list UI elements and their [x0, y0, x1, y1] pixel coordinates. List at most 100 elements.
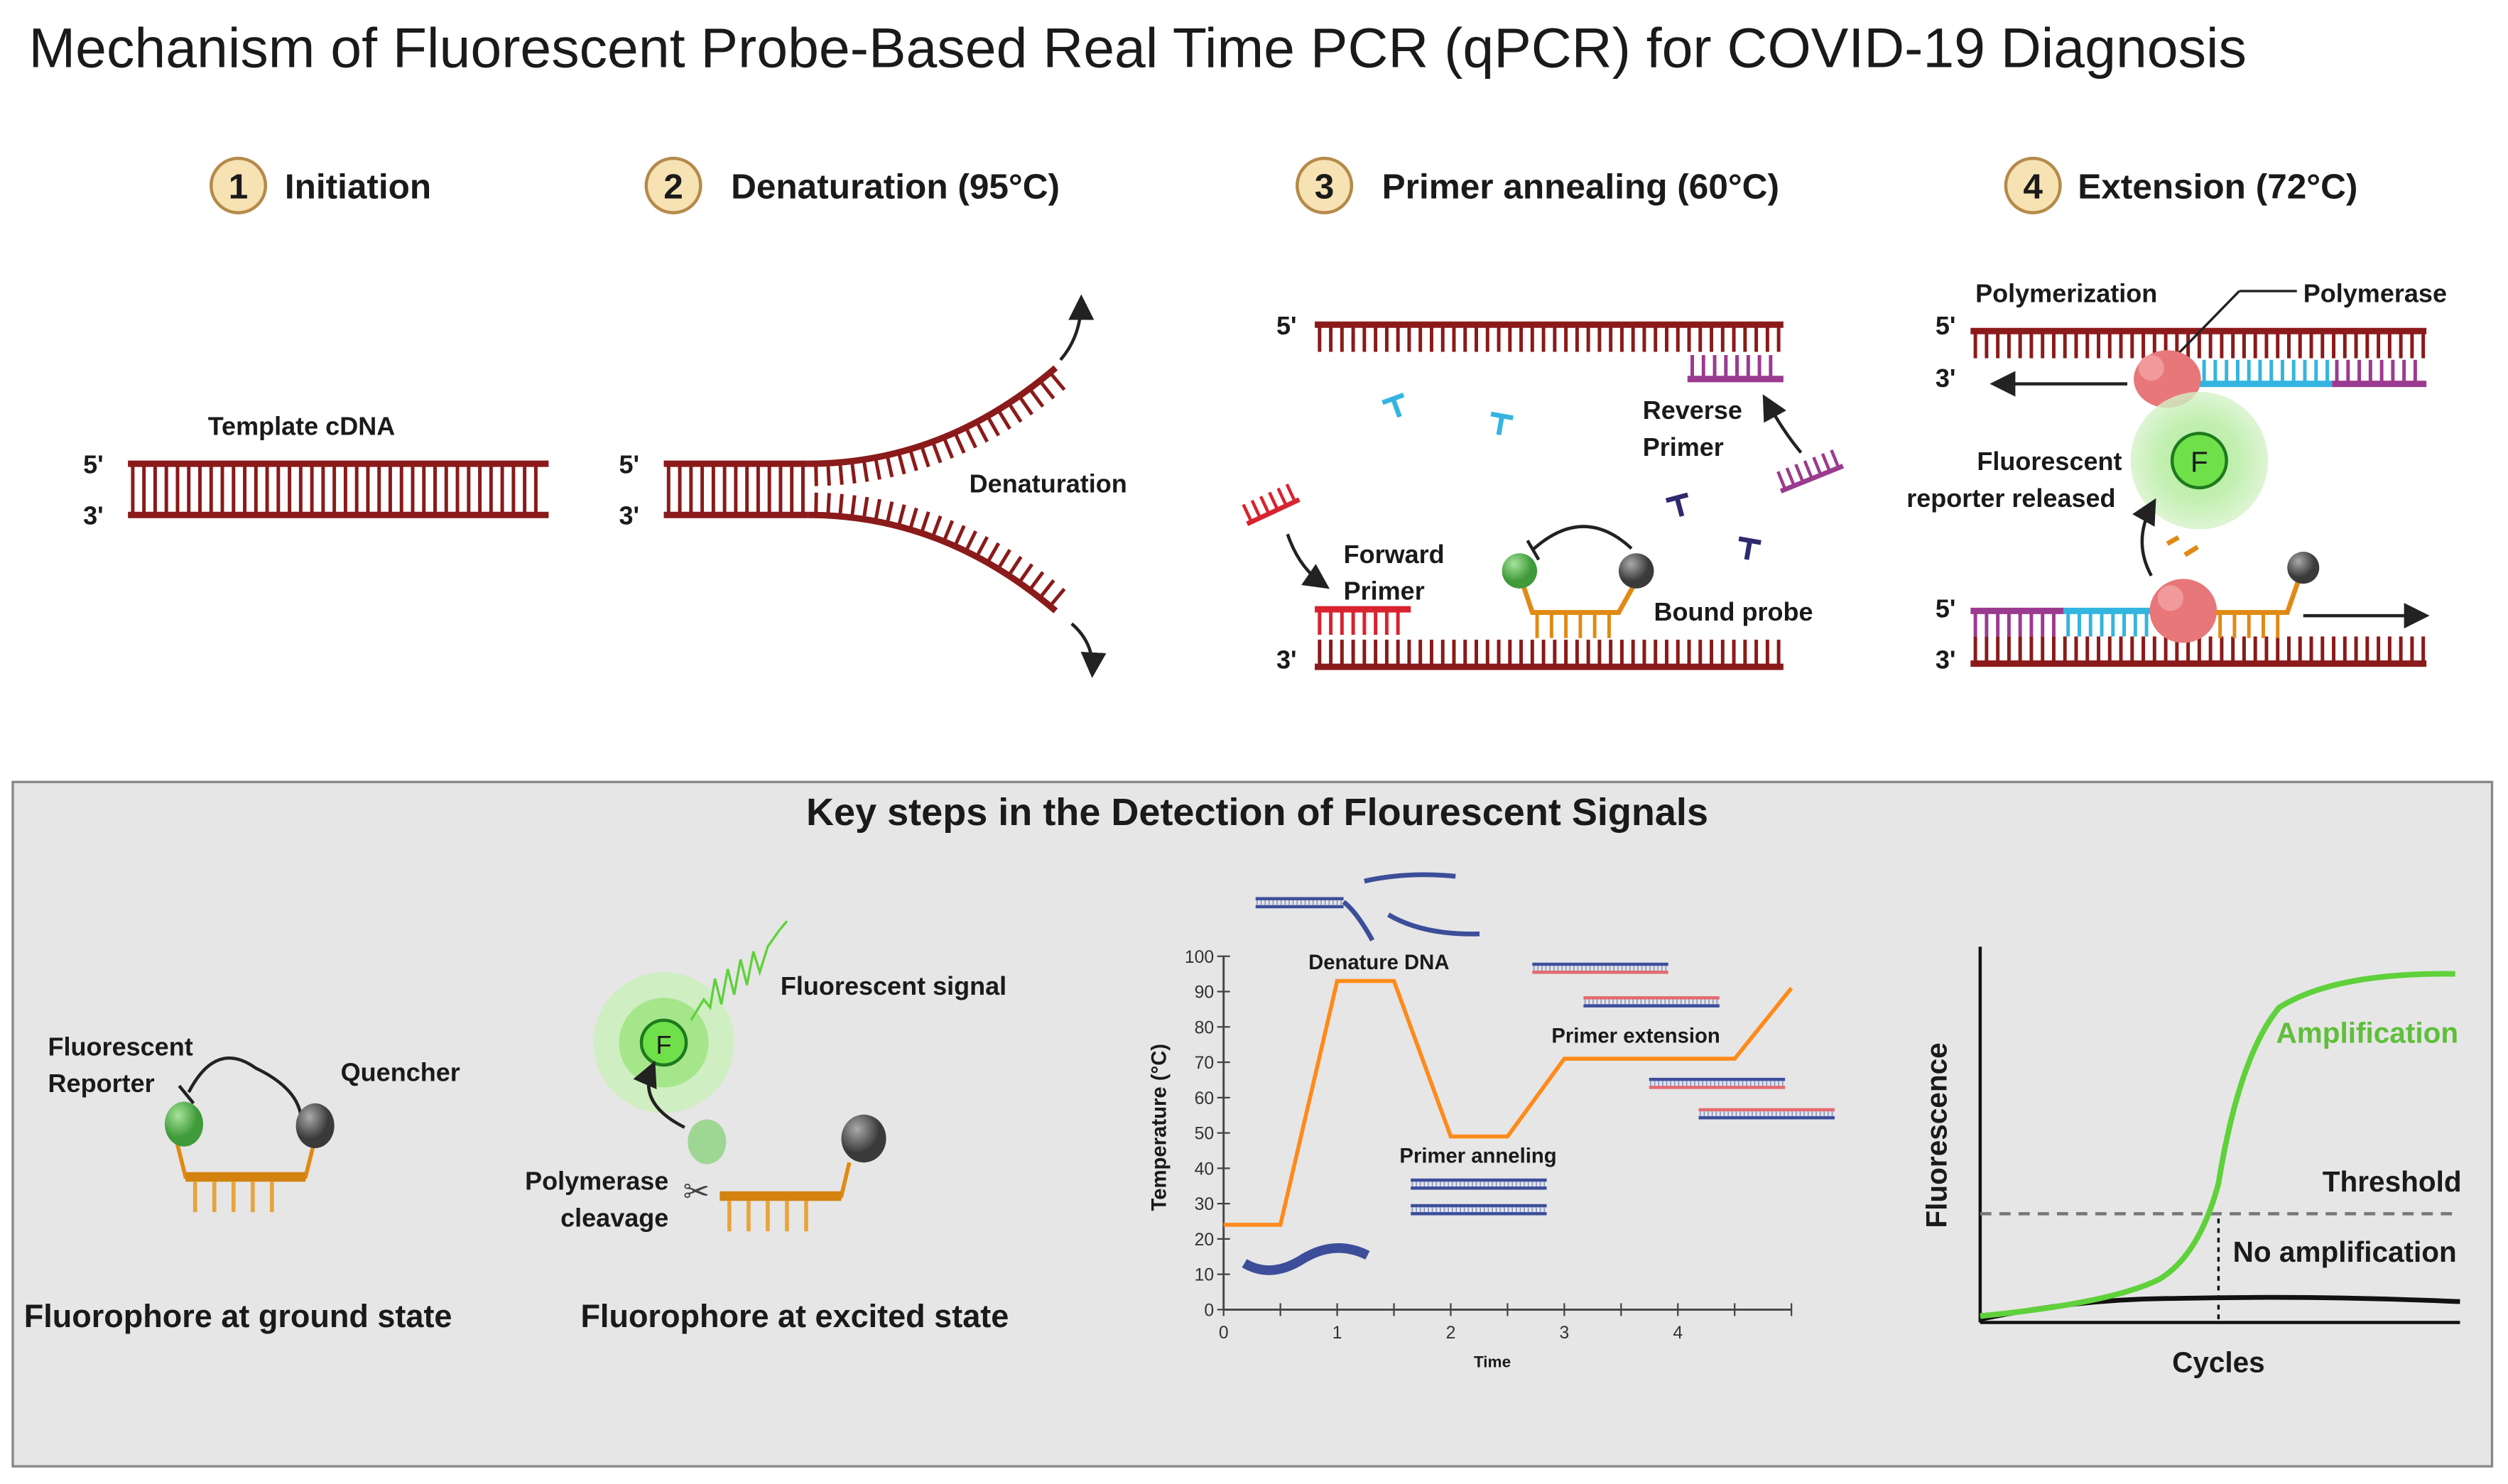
dna-strands — [128, 321, 2427, 670]
polymerase-cleavage-label: Polymerase — [525, 1167, 668, 1196]
three-prime-label: 3' — [619, 501, 639, 530]
base-tooth — [986, 415, 1001, 437]
strand — [1411, 1212, 1547, 1216]
x-tick-label: 2 — [1446, 1324, 1456, 1343]
template-top — [1970, 327, 2427, 359]
base-tooth — [1038, 379, 1055, 400]
quencher-ball — [295, 1103, 335, 1148]
base-tooth — [1242, 503, 1253, 523]
base-tooth — [1017, 395, 1034, 416]
forward-primer-label: Forward — [1344, 540, 1445, 569]
step-label: Extension (72°C) — [2078, 167, 2357, 206]
step-number: 2 — [663, 167, 683, 206]
polymerase-label: Polymerase — [2303, 279, 2447, 308]
probe-fragments — [2166, 535, 2199, 557]
free-primer-icon — [1490, 411, 1514, 436]
strand — [1532, 971, 1668, 974]
base-tooth — [942, 436, 955, 459]
new-strand-blue — [2063, 607, 2151, 637]
y-tick-label: 0 — [1204, 1301, 1214, 1320]
arrow-icon — [1286, 533, 1330, 589]
temperature-profile-line — [1223, 978, 1793, 1227]
base-tooth — [1496, 415, 1504, 436]
new-strand-blue — [2199, 359, 2333, 388]
polymerase-icon — [2134, 350, 2217, 643]
base-tooth — [953, 432, 966, 454]
reverse-primer — [2332, 359, 2427, 388]
y-tick-label: 30 — [1195, 1195, 1215, 1214]
panel-title: Key steps in the Detection of Flourescen… — [806, 791, 1708, 834]
base-tooth — [997, 549, 1011, 570]
extension-dna — [1532, 962, 1668, 974]
free-primer-icon — [1738, 536, 1761, 560]
denatured-dna — [1255, 897, 1344, 909]
strand — [1698, 1115, 1835, 1120]
base-tooth — [1803, 460, 1814, 479]
annealing-dna — [1411, 1178, 1547, 1190]
probe-bases — [1532, 610, 1619, 638]
base-tooth — [896, 452, 906, 475]
base-tooth — [1028, 387, 1045, 408]
separating-strand-top — [808, 365, 1066, 486]
base-tooth — [874, 498, 881, 522]
base-tooth — [1048, 587, 1066, 608]
fluorophore-f: F — [2191, 445, 2208, 478]
base-tooth — [874, 457, 881, 480]
signal-wave-icon — [690, 920, 788, 1021]
base-tooth — [920, 511, 930, 534]
strand — [1411, 1186, 1547, 1190]
y-tick-label: 20 — [1195, 1231, 1215, 1250]
scissors-icon: ✂ — [683, 1174, 710, 1210]
probe-bases — [2215, 610, 2288, 638]
template-cdna-label: Template cDNA — [208, 412, 396, 441]
separating-strand-bottom — [808, 492, 1066, 613]
base-tooth — [1250, 499, 1262, 519]
three-prime-label: 3' — [1936, 364, 1956, 393]
five-prime-label: 5' — [619, 450, 639, 479]
strand — [1649, 1077, 1786, 1081]
base-tooth — [930, 441, 943, 464]
step-header-4: 4 Extension (72°C) — [2004, 156, 2357, 214]
base-tooth — [850, 461, 857, 484]
forward-primer-label: Primer — [1344, 577, 1425, 606]
reporter-released-label: Fluorescent — [1977, 447, 2122, 476]
base-tooth — [885, 454, 894, 478]
base-tooth — [838, 462, 844, 485]
arrow-icon — [2132, 498, 2156, 577]
strand — [1649, 1086, 1786, 1089]
y-axis-label: Temperature (°C) — [1149, 1044, 1171, 1211]
strand — [1532, 962, 1668, 966]
denaturation-label: Denaturation — [970, 469, 1127, 498]
quencher-label: Quencher — [341, 1057, 460, 1086]
base-tooth — [930, 515, 943, 538]
reporter-ball — [164, 1101, 203, 1147]
strand — [1411, 1204, 1547, 1208]
base-tooth — [942, 520, 955, 542]
base-tooth — [1007, 402, 1023, 423]
x-tick-label: 0 — [1219, 1324, 1229, 1343]
reverse-primer-label: Primer — [1643, 432, 1724, 462]
bound-probe-label: Bound probe — [1654, 597, 1813, 626]
base-tooth — [964, 426, 977, 449]
bound-probe — [1502, 553, 1654, 615]
base-tooth — [1674, 497, 1685, 517]
base-tooth — [1007, 555, 1023, 577]
excited-state-probe: F Fluorescent signal ✂ Polymerase cleava… — [525, 920, 1009, 1334]
strand — [1411, 1178, 1547, 1182]
reverse-primer-bound — [1687, 355, 1784, 383]
three-prime-label: 3' — [83, 501, 104, 530]
denatured-strand — [1342, 900, 1375, 942]
base-tooth — [850, 495, 857, 518]
amplification-label: Amplification — [2276, 1016, 2458, 1049]
base-tooth — [986, 542, 1001, 564]
denatured-strand — [1364, 872, 1456, 884]
reverse-primer-label: Reverse — [1643, 395, 1742, 425]
base-tooth — [908, 448, 918, 471]
strand-backbone — [808, 365, 1058, 467]
base-tooth — [1276, 487, 1288, 507]
excited-state-caption: Fluorophore at excited state — [580, 1298, 1009, 1334]
quencher-ball — [2287, 552, 2320, 584]
base-tooth — [975, 421, 989, 443]
